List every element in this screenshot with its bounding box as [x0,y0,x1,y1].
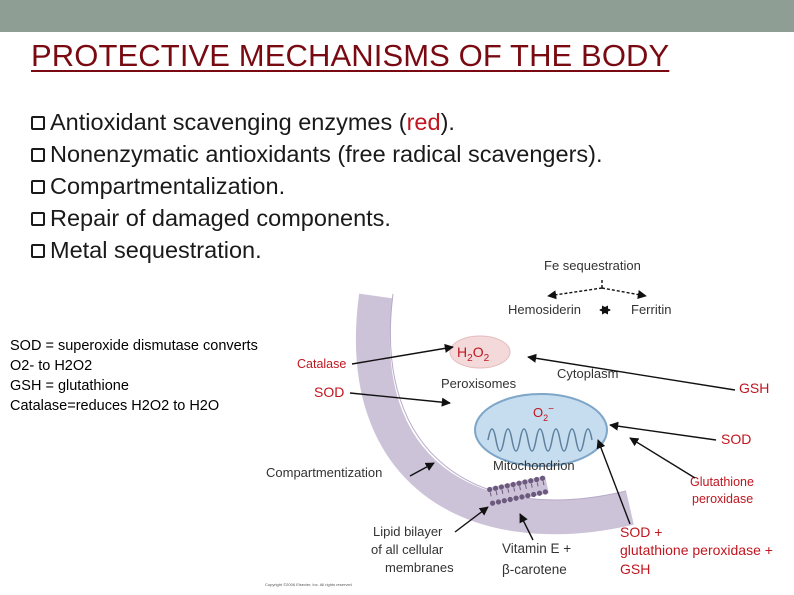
arrow [527,353,736,391]
checkbox-bullet-icon [31,148,45,162]
membrane-edge [389,293,627,501]
bullet-list: Antioxidant scavenging enzymes (red). No… [31,106,603,266]
compartmentization-label: Compartmentization [266,465,382,480]
gsh-right-label: GSH [739,380,769,396]
ferritin-label: Ferritin [631,302,671,317]
bullet-item: Nonenzymatic antioxidants (free radical … [31,138,603,170]
abbrev-line: Catalase=reduces H2O2 to H2O [10,398,220,414]
bottom-right-enzymes-label: SOD + glutathione peroxidase + GSH [620,524,777,577]
abbrev-line: SOD = superoxide dismutase converts [10,338,258,354]
lipid-bilayer-icon [486,475,549,506]
glutathione-peroxidase-label: Glutathione peroxidase [690,475,757,506]
page-title: PROTECTIVE MECHANISMS OF THE BODY [31,38,670,73]
arrow [349,392,451,407]
arrow [629,437,696,479]
hemosiderin-label: Hemosiderin [508,302,581,317]
peroxisomes-label: Peroxisomes [441,376,517,391]
checkbox-bullet-icon [31,180,45,194]
bullet-item: Metal sequestration. [31,234,603,266]
top-bar [0,0,794,32]
bullet-item: Repair of damaged components. [31,202,603,234]
arrow [454,506,489,533]
arrow [609,421,717,441]
copyright-label: Copyright ©2006 Elsevier, Inc. All right… [265,582,352,587]
sod-left-label: SOD [314,384,344,400]
checkbox-bullet-icon [31,244,45,258]
mitochondrion-label: Mitochondrion [493,458,575,473]
arrow [519,513,534,541]
abbrev-line: O2- to H2O2 [10,358,93,374]
o2-minus-label: O2− [533,404,554,423]
checkbox-bullet-icon [31,212,45,226]
bullet-item: Compartmentalization. [31,170,603,202]
checkbox-bullet-icon [31,116,45,130]
arrow [351,343,454,365]
arrow [409,462,435,477]
bullet-text: Compartmentalization. [50,173,286,199]
peroxisome [449,335,511,369]
abbreviation-notes: SOD = superoxide dismutase converts O2- … [10,336,258,416]
bullet-text: Metal sequestration. [50,237,262,263]
sod-right-label: SOD [721,431,751,447]
bullet-text: Antioxidant scavenging enzymes (red). [50,109,455,135]
catalase-label: Catalase [297,357,346,371]
bullet-item: Antioxidant scavenging enzymes (red). [31,106,603,138]
arrow [601,287,647,300]
cytoplasm-label: Cytoplasm [557,366,618,381]
vitamin-e-label: Vitamin E + β-carotene [502,541,575,577]
h2o2-label: H2O2 [457,344,490,364]
arrow [547,287,603,300]
bullet-text: Repair of damaged components. [50,205,391,231]
bullet-text: Nonenzymatic antioxidants (free radical … [50,141,603,167]
cell-membrane [355,293,634,535]
arrow [596,439,631,525]
mitochondrion [474,393,608,467]
lipid-bilayer-label: Lipid bilayer of all cellular membranes [371,524,454,575]
abbrev-line: GSH = glutathione [10,378,129,394]
